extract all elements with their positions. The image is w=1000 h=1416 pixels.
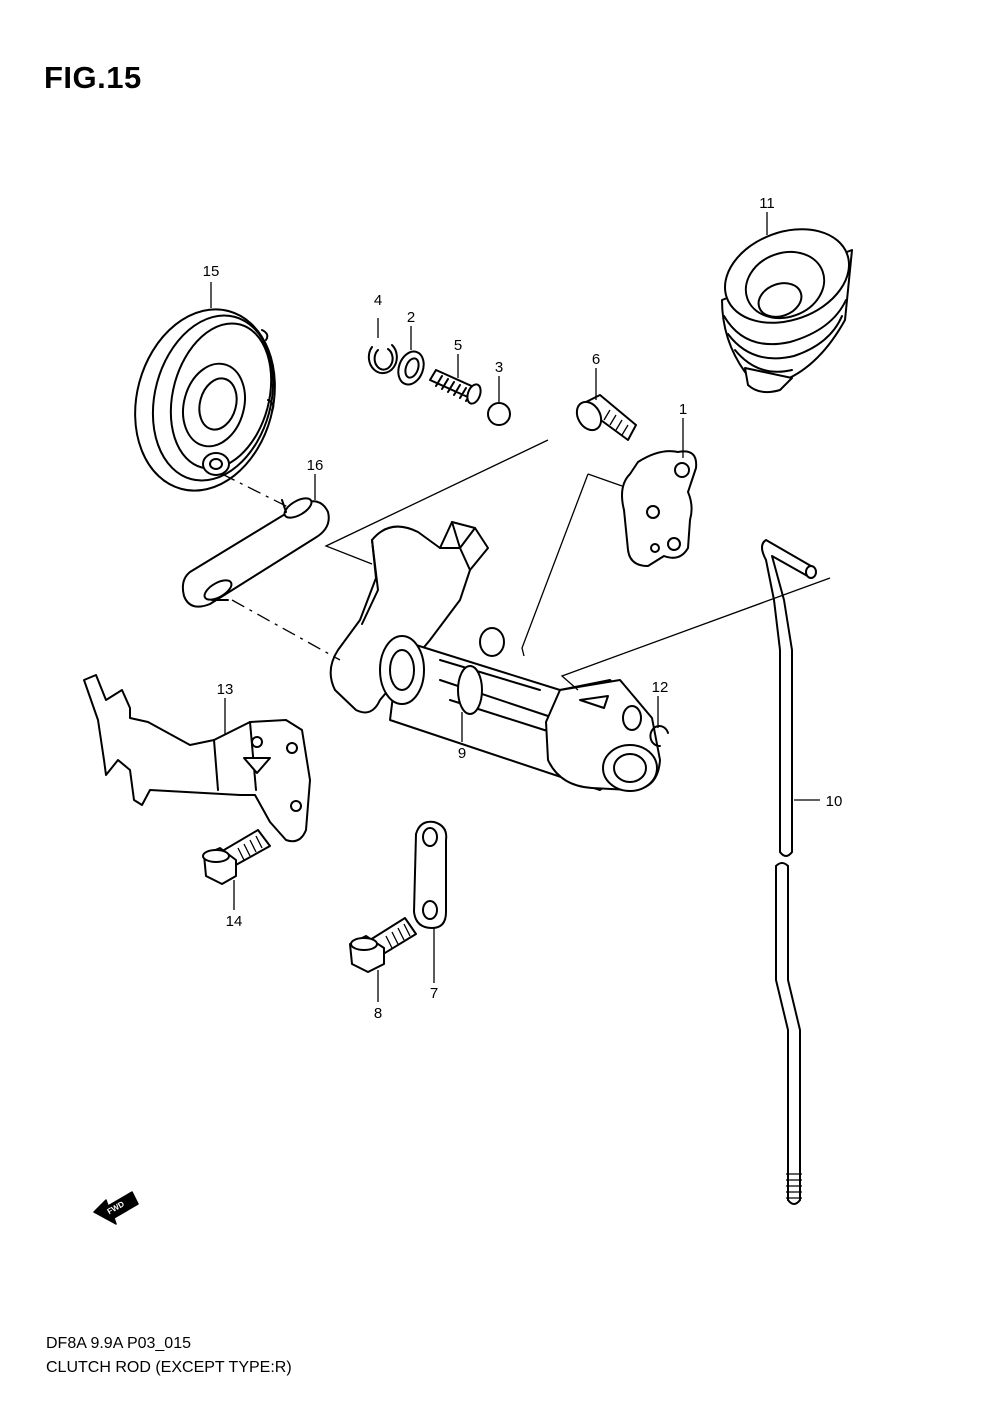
plate-part-1 xyxy=(621,450,698,567)
grommet-part-11 xyxy=(721,228,853,394)
callout-16: 16 xyxy=(307,457,324,474)
bracket-part-13 xyxy=(83,674,311,843)
assembly-lines xyxy=(221,439,831,691)
leader-lines xyxy=(210,212,820,1002)
clip-part-4 xyxy=(367,344,398,375)
callout-13: 13 xyxy=(217,681,234,698)
figure-caption: CLUTCH ROD (EXCEPT TYPE:R) xyxy=(46,1359,292,1376)
ball-part-3 xyxy=(487,402,511,426)
bolt-part-6 xyxy=(575,394,637,441)
callout-2: 2 xyxy=(407,309,415,326)
bolt-part-8 xyxy=(349,917,417,973)
callout-10: 10 xyxy=(826,793,843,810)
callout-9: 9 xyxy=(458,745,466,762)
pulley-part-15 xyxy=(134,308,276,492)
callout-11: 11 xyxy=(759,195,775,212)
callout-3: 3 xyxy=(495,359,503,376)
callout-15: 15 xyxy=(203,263,220,280)
callout-6: 6 xyxy=(592,351,600,368)
callout-14: 14 xyxy=(226,913,243,930)
clutch-shaft-part-9 xyxy=(329,521,661,792)
callout-12: 12 xyxy=(652,679,669,696)
fwd-arrow-icon: FWD xyxy=(93,1191,139,1225)
callout-8: 8 xyxy=(374,1005,382,1022)
clutch-rod-part-10 xyxy=(761,539,817,1205)
figure-title: FIG.15 xyxy=(44,60,142,95)
spring-part-5 xyxy=(429,369,482,405)
callout-7: 7 xyxy=(430,985,438,1002)
e-clip-part-12 xyxy=(649,725,669,748)
link-plate-part-7 xyxy=(413,820,448,929)
bolt-part-14 xyxy=(202,829,271,885)
callout-1: 1 xyxy=(679,401,687,418)
model-code: DF8A 9.9A P03_015 xyxy=(46,1335,191,1352)
callout-5: 5 xyxy=(454,337,462,354)
callout-4: 4 xyxy=(374,292,382,309)
figure-footer: DF8A 9.9A P03_015 CLUTCH ROD (EXCEPT TYP… xyxy=(46,1332,292,1380)
washer-part-2 xyxy=(397,350,425,386)
callout-labels: 1 2 3 4 5 6 7 8 9 10 11 12 13 14 15 16 xyxy=(203,195,843,1022)
link-arm-part-16 xyxy=(181,497,330,608)
